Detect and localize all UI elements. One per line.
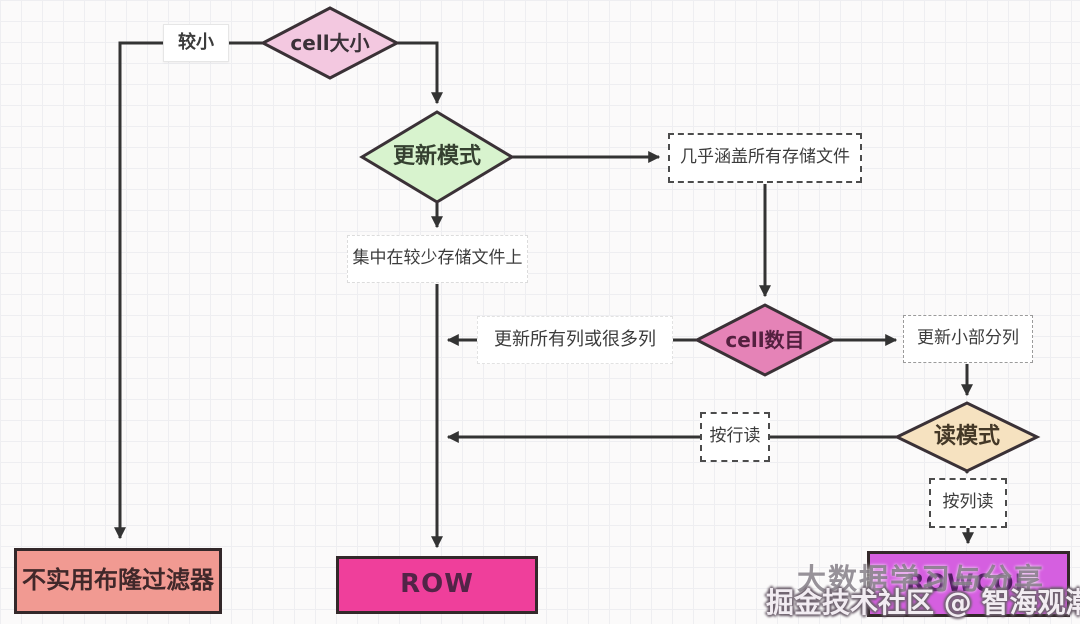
edge-cellsize-updatemode xyxy=(397,41,443,105)
result-no-bloom-filter-box: 不实用布隆过滤器 xyxy=(14,548,222,614)
result-rowcol-box: ROWCOL xyxy=(867,551,1070,617)
note-concentrated-few-files: 集中在较少存储文件上 xyxy=(347,235,528,283)
edge-label-update-few-columns: 更新小部分列 xyxy=(903,315,1033,363)
decision-read-mode-diamond xyxy=(893,401,1041,473)
decision-cell-count-label: cell数目 xyxy=(725,327,805,352)
decision-read-mode-label: 读模式 xyxy=(933,424,1000,450)
edge-label-update-many-columns: 更新所有列或很多列 xyxy=(477,316,673,364)
edge-cellsize-smaller-nobloom xyxy=(114,41,263,540)
edge-label-read-by-row: 按行读 xyxy=(700,412,770,462)
edge-label-smaller: 较小 xyxy=(163,24,229,62)
decision-cell-size-label: cell大小 xyxy=(290,30,370,55)
edge-label-read-by-column: 按列读 xyxy=(929,478,1007,528)
decision-update-mode-diamond xyxy=(359,110,515,204)
decision-cell-size-diamond xyxy=(259,6,401,80)
note-covers-all-storage-files: 几乎涵盖所有存储文件 xyxy=(668,133,862,183)
result-row-box: ROW xyxy=(336,556,538,614)
decision-update-mode-label: 更新模式 xyxy=(392,144,481,170)
decision-cell-count-diamond xyxy=(693,303,837,377)
